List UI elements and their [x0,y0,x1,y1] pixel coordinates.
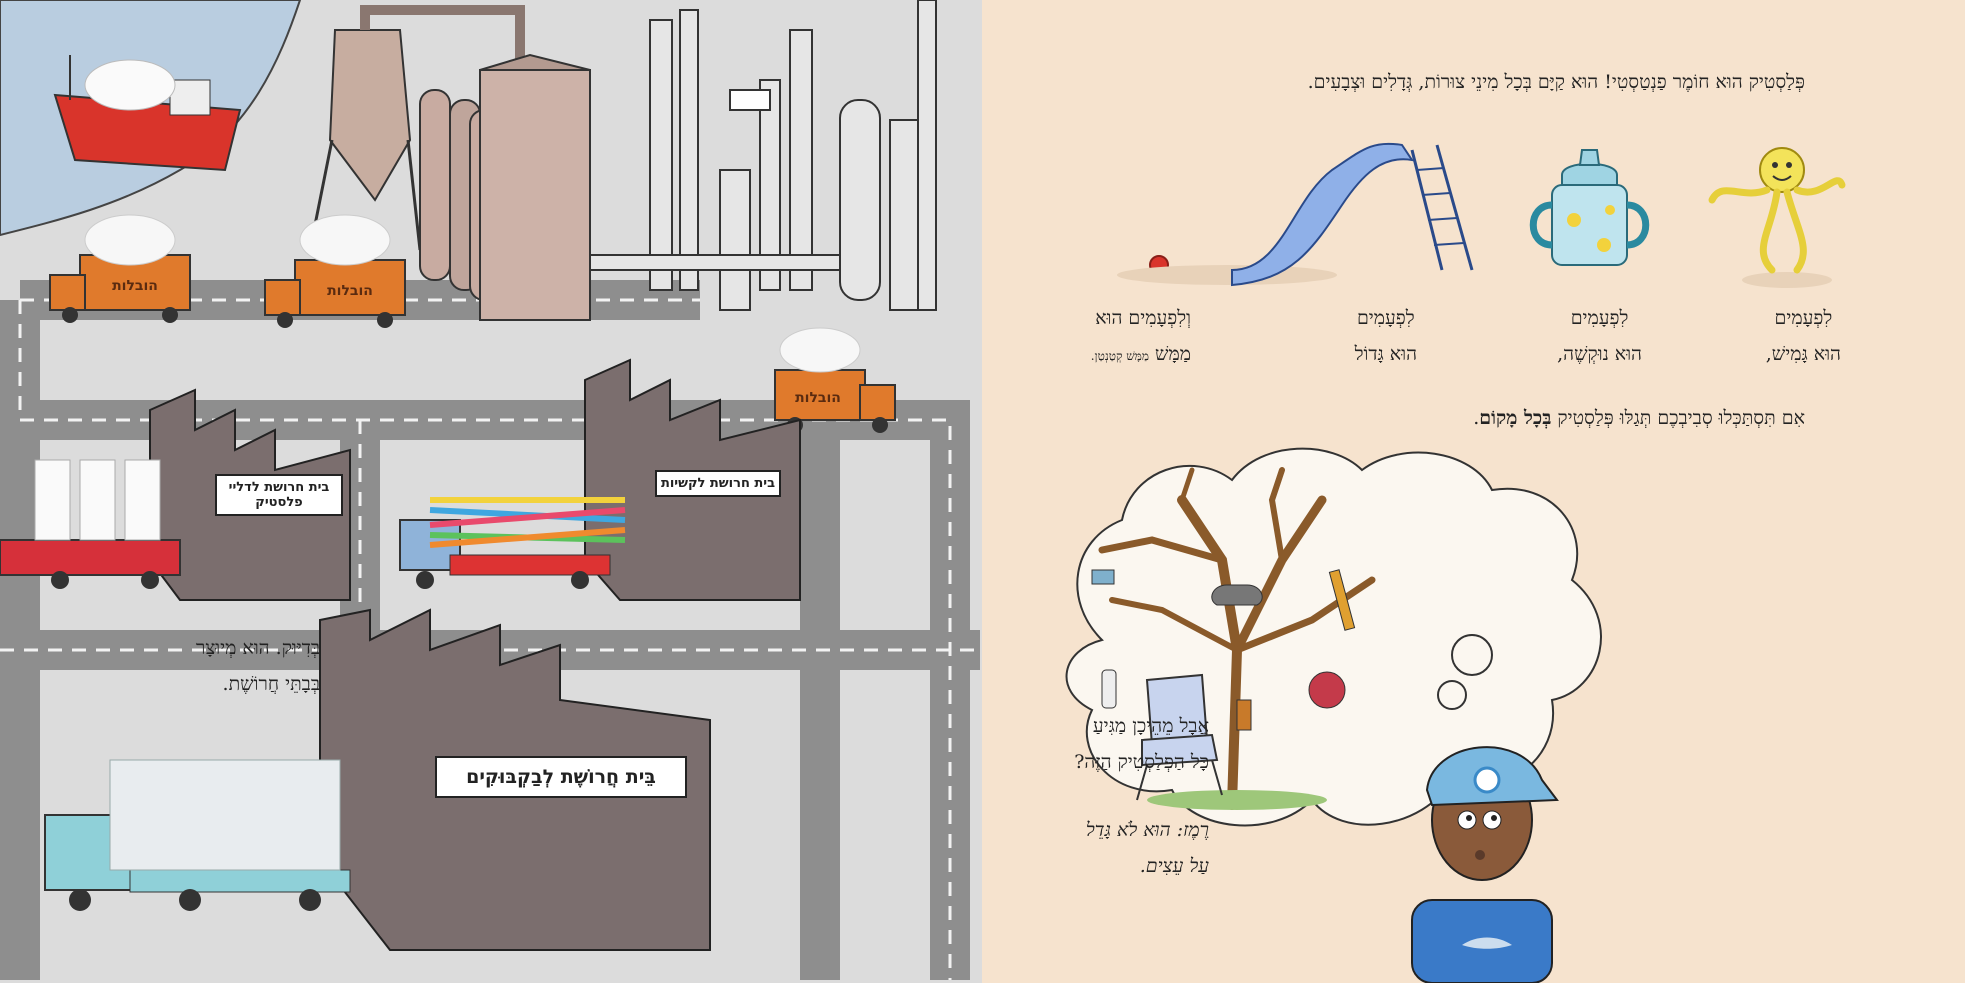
storage-tanks-icon [419,53,591,321]
cups-truck-icon [0,459,181,589]
refinery-icon [589,0,937,311]
bottles-truck-icon [44,759,351,911]
sippy-cup-icon [1529,149,1650,266]
straws-factory-sign: בית חרושת לקשיות [655,470,781,497]
octopus-toy-icon [1708,147,1846,288]
caption-big: לִפְעָמִים הוּא גָּדוֹל [1354,307,1417,365]
truck-2-icon: הובלות [264,214,406,328]
factory-scene-illustration: הובלות הובלות הובלות [0,0,980,980]
factory-text: בְּדִיּוּק. הוּא מְיוּצָר בְּבָתֵּי חֲרו… [196,630,320,702]
plastic-chair-icon [1136,673,1223,801]
ship-icon [53,55,242,172]
right-illustrations [1065,142,1846,983]
tree-icon [1098,467,1376,810]
boy-character-icon [1411,746,1559,983]
look-around-text: אִם תִּסְתַּכְּלוּ סְבִיבְכֶם תְּגַלּוּ … [1473,407,1805,429]
truck-3-sign: הובלות [795,390,841,406]
truck-1-icon: הובלות [49,214,191,323]
truck-3-icon: הובלות [774,327,896,433]
intro-text: פְּלַסְטִיק הוּא חוֹמֶר פַנְטַסְטִי! הוּ… [1307,71,1805,93]
ball-icon [1308,671,1346,709]
factory-text-line-1: בְּדִיּוּק. הוּא מְיוּצָר [195,637,320,659]
factory-text-line-2: בְּבָתֵּי חֲרוֹשֶׁת. [222,673,320,695]
straws-truck-icon [399,497,626,589]
phone-case-icon [1091,569,1115,585]
slide-icon [1117,142,1474,287]
bottles-factory-sign: בֵּית חֲרוֹשֶׁת לְבַקְבּוּקִים [435,756,687,798]
helmet-icon [1211,584,1263,606]
hint-text: רֶמֶז: הוּא לֹא גָּדֵל עַל עֵצִים. [1085,819,1209,877]
bottle-icon [1101,669,1117,709]
caption-small: וְלִפְעָמִים הוּא מַמָּשׁ מַמָּשׁ קְטַנְ… [1090,307,1191,365]
clothespin-icon [1236,699,1252,731]
caption-rigid: לִפְעָמִים הוּא נוּקְשֶׁה, [1557,307,1642,365]
left-page: הובלות הובלות הובלות [0,0,982,983]
right-page: פְּלַסְטִיק הוּא חוֹמֶר פַנְטַסְטִי! הוּ… [982,0,1965,983]
caption-flexible: לִפְעָמִים הוּא גָּמִישׁ, [1765,307,1841,365]
question-text: אֲבָל מֵהֵיכָן מַגִּיעַ כָּל הַפְּלַסְטִ… [1074,715,1209,773]
truck-2-sign: הובלות [327,283,373,299]
toothbrush-icon [1328,569,1356,631]
truck-1-sign: הובלות [112,278,158,294]
silo-icon [308,5,525,251]
grass [1147,790,1327,810]
cups-factory-sign: בית חרושת לדליי פלסטיק [215,474,343,516]
